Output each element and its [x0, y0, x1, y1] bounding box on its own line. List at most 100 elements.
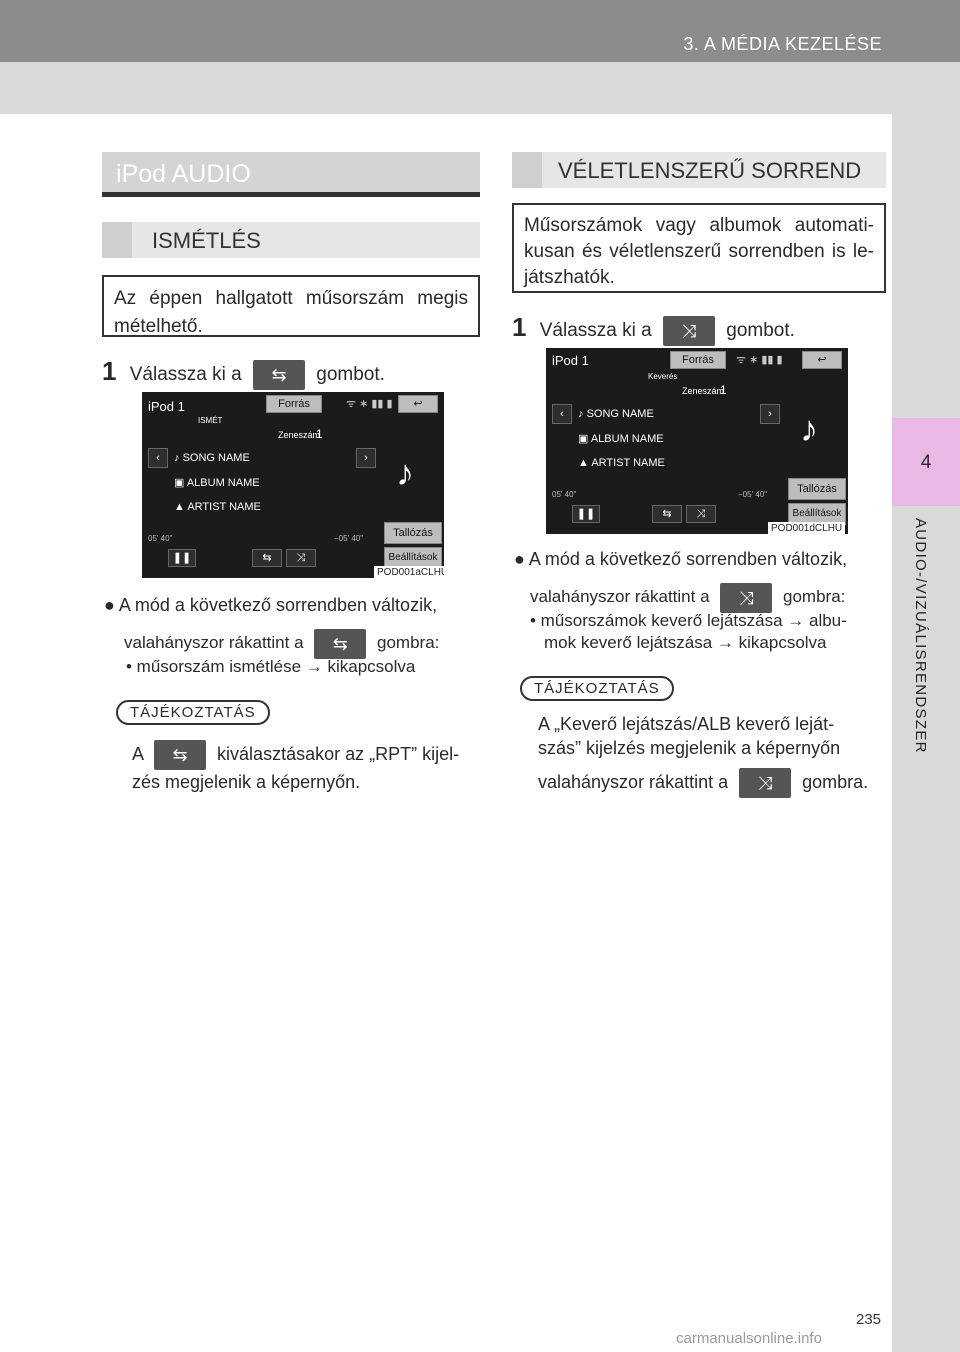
status-icons: ᯤ ∗ ▮▮ ▮: [736, 354, 783, 366]
artist-icon: ▲: [174, 501, 188, 513]
song-name: SONG NAME: [586, 408, 654, 420]
bullet-right-line2: valahányszor rákattint a ⤨ gombra:: [530, 580, 886, 614]
shuffle-icon[interactable]: ⤨: [739, 768, 792, 799]
pause-button[interactable]: ❚❚: [168, 549, 196, 567]
bullet-text-post: gombra:: [783, 587, 846, 606]
chapter-tab: 4: [892, 418, 960, 506]
section-title-text: VÉLETLENSZERŰ SORREND: [558, 158, 862, 183]
figure-code: POD001dCLHU: [768, 522, 846, 534]
info-text-post: gombra.: [802, 772, 869, 792]
step-text: Válassza ki a: [539, 320, 652, 341]
song-row[interactable]: ♪ SONG NAME: [578, 403, 654, 425]
info-label-right: TÁJÉKOZTATÁS: [520, 676, 674, 701]
info-text-right-line1: A „Keverő lejátszás/ALB keverő leját-: [538, 714, 835, 734]
album-row[interactable]: ▣ ALBUM NAME: [174, 472, 260, 494]
side-tab-label: AUDIO-/VIZUÁLISRENDSZER: [912, 518, 929, 754]
step-text: Válassza ki a: [129, 364, 242, 385]
track-label: Zeneszám: [278, 430, 321, 440]
chapter-number: 4: [920, 452, 932, 473]
sub-item-right-line2: mok keverő lejátszása → kikapcsolva: [544, 633, 827, 652]
back-icon[interactable]: ↩: [802, 351, 842, 369]
mode-status: ISMÉT: [198, 416, 223, 425]
repeat-icon[interactable]: ⇆: [154, 740, 207, 771]
bullet-text: A mód a következő sorrendben változik,: [528, 549, 848, 569]
repeat-icon[interactable]: ⇆: [252, 549, 282, 567]
prev-button[interactable]: ‹: [148, 448, 168, 468]
intro-box-left: Az éppen hallgatott műsorszám megis méte…: [102, 275, 480, 337]
intro-box-right: Műsorszámok vagy albumok automati-kusan …: [512, 203, 886, 293]
heading-marker: [102, 222, 132, 258]
source-button[interactable]: Forrás: [266, 395, 322, 413]
bullet-right: ● A mód a következő sorrendben változik,: [514, 542, 886, 576]
info-text-pre: valahányszor rákattint a: [538, 772, 729, 792]
repeat-icon[interactable]: ⇆: [652, 505, 682, 523]
shuffle-icon[interactable]: ⤨: [720, 582, 773, 613]
bullet-left: ● A mód a következő sorrendben változik,: [104, 588, 480, 622]
elapsed-time: 05' 40": [552, 490, 577, 499]
step-number: 1: [512, 312, 527, 342]
subsection-title-text: ISMÉTLÉS: [152, 228, 261, 253]
step-1-left: 1 Válassza ki a ⇆ gombot.: [102, 356, 385, 390]
song-name: SONG NAME: [182, 452, 250, 464]
info-label-left: TÁJÉKOZTATÁS: [116, 700, 270, 725]
track-label: Zeneszám: [682, 386, 725, 396]
sub-item-left: • műsorszám ismétlése → kikapcsolva: [126, 657, 416, 676]
music-note-icon: ♪: [578, 408, 587, 420]
artist-row[interactable]: ▲ ARTIST NAME: [174, 496, 261, 518]
music-note-icon: ♪: [396, 452, 414, 493]
browse-button[interactable]: Tallózás: [788, 478, 846, 500]
info-text-right-line3: valahányszor rákattint a ⤨ gombra.: [538, 768, 884, 799]
step-1-right: 1 Válassza ki a ⤨ gombot.: [512, 312, 795, 346]
album-row[interactable]: ▣ ALBUM NAME: [578, 428, 664, 450]
bullet-text: A mód a következő sorrendben változik,: [118, 595, 438, 615]
browse-button[interactable]: Tallózás: [384, 522, 442, 544]
repeat-icon[interactable]: ⇆: [314, 628, 367, 659]
album-icon: ▣: [174, 477, 187, 489]
prev-button[interactable]: ‹: [552, 404, 572, 424]
next-button[interactable]: ›: [356, 448, 376, 468]
chapter-title: 3. A MÉDIA KEZELÉSE: [683, 34, 882, 54]
bullet-icon: ●: [104, 595, 119, 615]
ipod-screen-shuffle: iPod 1 Forrás ᯤ ∗ ▮▮ ▮ ↩ Keverés Zeneszá…: [546, 348, 848, 534]
next-button[interactable]: ›: [760, 404, 780, 424]
mode-status: Keverés: [648, 372, 678, 381]
source-button[interactable]: Forrás: [670, 351, 726, 369]
shuffle-icon[interactable]: ⤨: [286, 549, 316, 567]
music-note-icon: ♪: [800, 408, 818, 449]
pause-button[interactable]: ❚❚: [572, 505, 600, 523]
album-name: ALBUM NAME: [590, 433, 664, 445]
sub-item-right-line1: • műsorszámok keverő lejátszása → albu-: [530, 611, 847, 630]
remaining-time: −05' 40": [334, 534, 364, 543]
repeat-icon[interactable]: ⇆: [252, 359, 305, 390]
info-text-post: kiválasztásakor az „RPT” kijel-: [217, 744, 460, 764]
artist-icon: ▲: [578, 457, 592, 469]
side-tab-strip: [892, 114, 960, 1352]
step-text-end: gombot.: [316, 364, 385, 385]
artist-row[interactable]: ▲ ARTIST NAME: [578, 452, 665, 474]
header-subband: [0, 62, 960, 114]
ipod-screen-repeat: iPod 1 Forrás ᯤ ∗ ▮▮ ▮ ↩ ISMÉT Zeneszám …: [142, 392, 444, 578]
section-title-text: iPod AUDIO: [116, 160, 251, 188]
info-text-pre: A: [132, 744, 144, 764]
shuffle-icon[interactable]: ⤨: [686, 505, 716, 523]
section-title-shuffle: VÉLETLENSZERŰ SORREND: [512, 152, 886, 188]
source-title: iPod 1: [552, 353, 589, 368]
section-title-ipod: iPod AUDIO: [102, 152, 480, 197]
source-title: iPod 1: [148, 399, 185, 414]
track-number: 1: [720, 383, 727, 397]
subsection-title-repeat: ISMÉTLÉS: [102, 222, 480, 258]
song-row[interactable]: ♪ SONG NAME: [174, 447, 250, 469]
heading-marker: [512, 152, 542, 188]
elapsed-time: 05' 40": [148, 534, 173, 543]
shuffle-icon[interactable]: ⤨: [662, 315, 715, 346]
music-note-icon: ♪: [174, 452, 183, 464]
info-text-left-line2: zés megjelenik a képernyőn.: [132, 772, 361, 792]
header-band: [0, 0, 960, 62]
page-number: 235: [856, 1311, 882, 1328]
info-text-right-line2: szás” kijelzés megjelenik a képernyőn: [538, 738, 841, 758]
step-text-end: gombot.: [726, 320, 795, 341]
back-icon[interactable]: ↩: [398, 395, 438, 413]
track-number: 1: [316, 427, 323, 441]
album-name: ALBUM NAME: [186, 477, 260, 489]
bullet-text-post: gombra:: [377, 633, 440, 652]
